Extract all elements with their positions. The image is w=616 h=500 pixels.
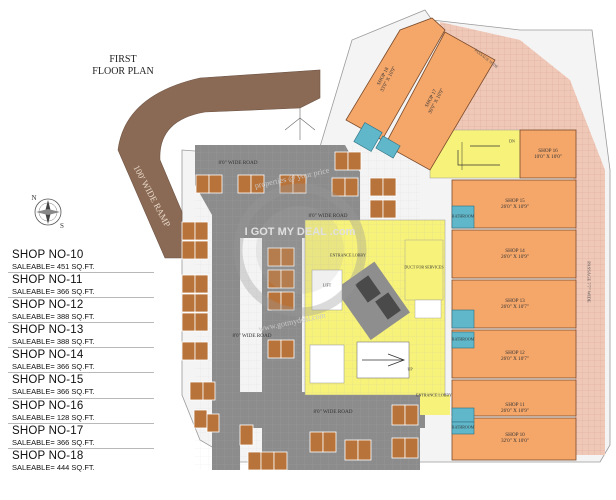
legend-shop-area: SALEABLE= 388 SQ.FT.: [12, 337, 95, 347]
legend-shop-area: SALEABLE= 366 SQ.FT.: [12, 387, 95, 397]
watermark-brand: I GOT MY DEAL .com: [244, 226, 356, 238]
passage-label-right: PASSAGE 7'7" WIDE: [586, 261, 592, 303]
legend-shop-name: SHOP NO-16: [12, 399, 84, 412]
top-shops: [345, 17, 496, 171]
legend-shop-area: SALEABLE= 366 SQ.FT.: [12, 362, 95, 372]
duct-label: DUCT FOR SERVICES: [404, 264, 444, 270]
legend-shop-area: SALEABLE= 388 SQ.FT.: [12, 312, 95, 322]
legend-shop-name: SHOP NO-18: [12, 449, 84, 462]
parking-bays: [181, 151, 419, 471]
compass-south: S: [60, 222, 64, 230]
compass-icon: [34, 198, 62, 226]
ramp: [117, 69, 321, 259]
legend-shop-name: SHOP NO-12: [12, 299, 84, 312]
road-label-bottom: 8'0" WIDE ROAD: [313, 409, 353, 415]
bathrooms: [451, 205, 475, 435]
legend-shop-area: SALEABLE= 451 SQ.FT.: [12, 262, 95, 271]
legend-shop-area: SALEABLE= 128 SQ.FT.: [12, 412, 95, 422]
right-shops: [451, 129, 577, 461]
legend-shop-name: SHOP NO-13: [12, 324, 84, 337]
legend-shop-name: SHOP NO-17: [12, 424, 84, 437]
road-label-left: 8'0" WIDE ROAD: [232, 333, 272, 339]
legend-shop-name: SHOP NO-10: [12, 249, 84, 261]
legend-shop-area: SALEABLE= 444 SQ.FT.: [12, 462, 95, 472]
legend-shop-area: SALEABLE= 366 SQ.FT.: [12, 287, 95, 297]
legend-shop-name: SHOP NO-11: [12, 274, 83, 287]
core-area: [304, 219, 450, 415]
plan-title-line1: FIRST: [109, 54, 137, 65]
entrance-lobby-label-2: ENTRANCE LOBBY: [416, 392, 452, 398]
lift-label: LIFT: [322, 282, 332, 288]
plan-title-line2: FLOOR PLAN: [92, 66, 154, 77]
stair-up-label: UP: [407, 366, 413, 372]
road-label-top: 8'0" WIDE ROAD: [218, 160, 258, 166]
watermark-logo: [233, 183, 367, 317]
entrance-lobby-label: ENTRANCE LOBBY: [330, 252, 366, 258]
compass-north: N: [31, 194, 37, 202]
stair-dn-label: DN: [509, 138, 515, 144]
legend-shop-name: SHOP NO-14: [12, 349, 84, 362]
bathroom-label-2: BATHROOM: [451, 336, 475, 342]
legend-shop-area: SALEABLE= 366 SQ.FT.: [12, 437, 95, 447]
legend-shop-name: SHOP NO-15: [12, 374, 84, 387]
road-label-mid: 8'0" WIDE ROAD: [308, 213, 348, 219]
bathroom-label: BATHROOM: [451, 213, 475, 219]
bathroom-label-3: BATHROOM: [451, 424, 475, 430]
plan-title: FIRST FLOOR PLAN: [78, 54, 168, 78]
